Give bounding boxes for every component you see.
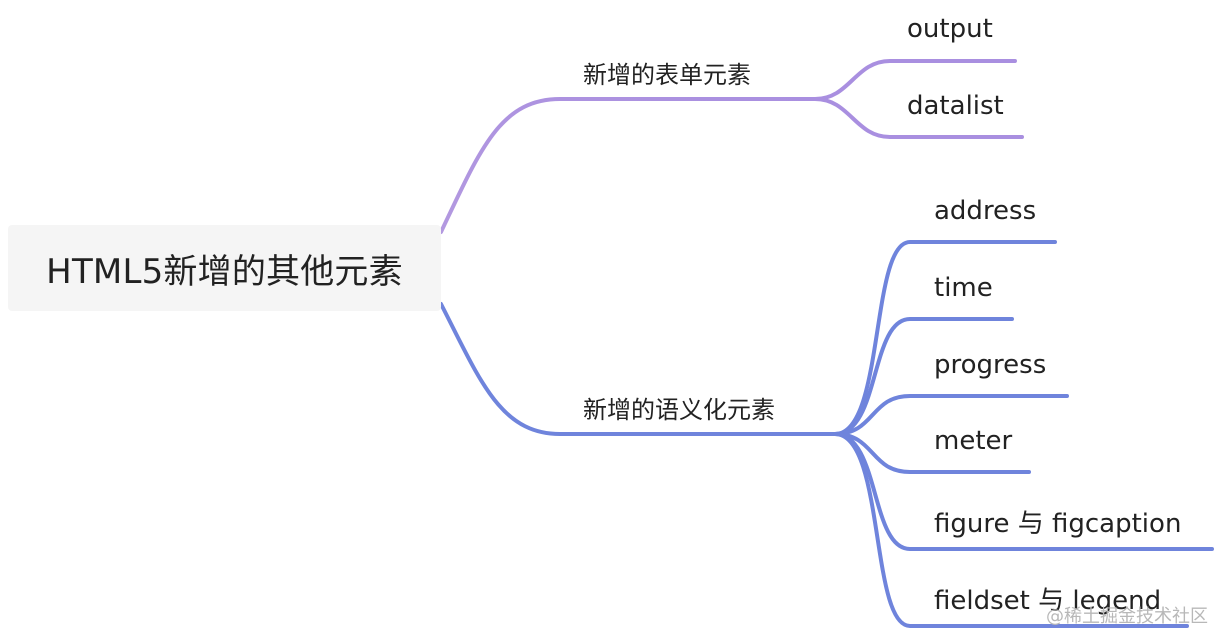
edge-semantic-to-fieldset	[833, 432, 1189, 628]
leaf-node-datalist: datalist	[907, 91, 1004, 121]
edge-root-to-semantic-branch	[439, 302, 837, 436]
branch-node-form-elements: 新增的表单元素	[583, 61, 751, 89]
edge-form-to-output	[813, 59, 1017, 101]
leaf-node-progress: progress	[934, 350, 1047, 380]
edge-form-to-datalist	[813, 97, 1024, 139]
root-node: HTML5新增的其他元素	[8, 225, 441, 311]
leaf-node-meter: meter	[934, 426, 1013, 456]
leaf-node-address: address	[934, 196, 1037, 226]
watermark: @稀土掘金技术社区	[1046, 606, 1208, 627]
edge-semantic-to-progress	[833, 394, 1069, 436]
leaf-node-time: time	[934, 273, 993, 303]
leaf-node-output: output	[907, 14, 993, 44]
branch-node-semantic-elements: 新增的语义化元素	[583, 396, 775, 424]
edge-semantic-to-time	[833, 317, 1014, 436]
leaf-node-figure-figcaption: figure 与 figcaption	[934, 509, 1182, 539]
edge-semantic-to-address	[833, 240, 1057, 436]
leaf-node-fieldset-legend: fieldset 与 legend	[934, 586, 1162, 616]
edge-root-to-form-branch	[439, 97, 817, 234]
root-node-label: HTML5新增的其他元素	[46, 251, 403, 292]
